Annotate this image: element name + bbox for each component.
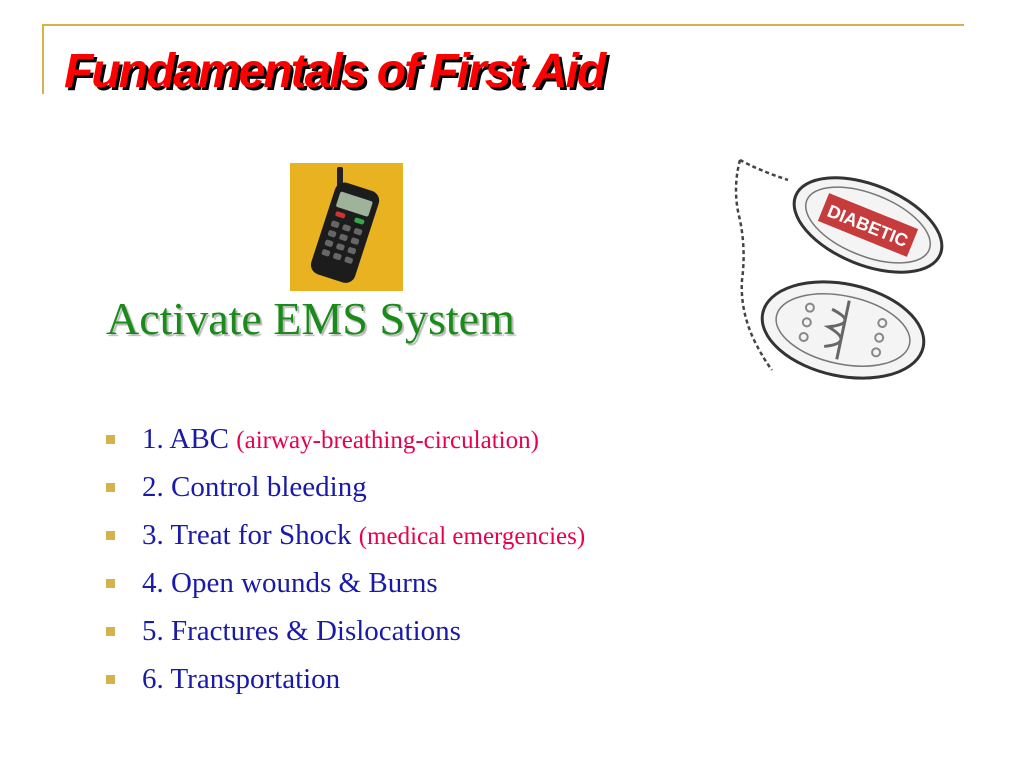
list-item: 3. Treat for Shock (medical emergencies) [106, 516, 585, 564]
item-text: 1. ABC [142, 423, 237, 455]
bullet-square-icon [106, 435, 115, 444]
bullet-square-icon [106, 579, 115, 588]
cell-phone-icon [290, 163, 403, 291]
list-item: 4. Open wounds & Burns [106, 564, 585, 612]
bullet-square-icon [106, 483, 115, 492]
item-note: (medical emergencies) [358, 523, 586, 550]
list-item: 6. Transportation [106, 660, 585, 708]
list-item: 1. ABC (airway-breathing-circulation) [106, 420, 585, 468]
bullet-list: 1. ABC (airway-breathing-circulation) 2.… [106, 420, 585, 708]
item-text: 6. Transportation [142, 663, 341, 695]
item-text: 4. Open wounds & Burns [142, 567, 438, 599]
bullet-square-icon [106, 627, 115, 636]
slide-title: Fundamentals of First Aid [64, 45, 606, 98]
list-item: 5. Fractures & Dislocations [106, 612, 585, 660]
slide-subtitle: Activate EMS System [106, 293, 515, 344]
frame-left-line [42, 24, 44, 94]
item-text: 3. Treat for Shock [142, 519, 359, 551]
bullet-square-icon [106, 531, 115, 540]
medical-alert-tag-icon: DIABETIC [728, 150, 960, 388]
frame-top-line [42, 24, 964, 26]
item-text: 2. Control bleeding [142, 471, 367, 503]
list-item: 2. Control bleeding [106, 468, 585, 516]
bullet-square-icon [106, 675, 115, 684]
item-text: 5. Fractures & Dislocations [142, 615, 461, 647]
item-note: (airway-breathing-circulation) [236, 427, 539, 454]
